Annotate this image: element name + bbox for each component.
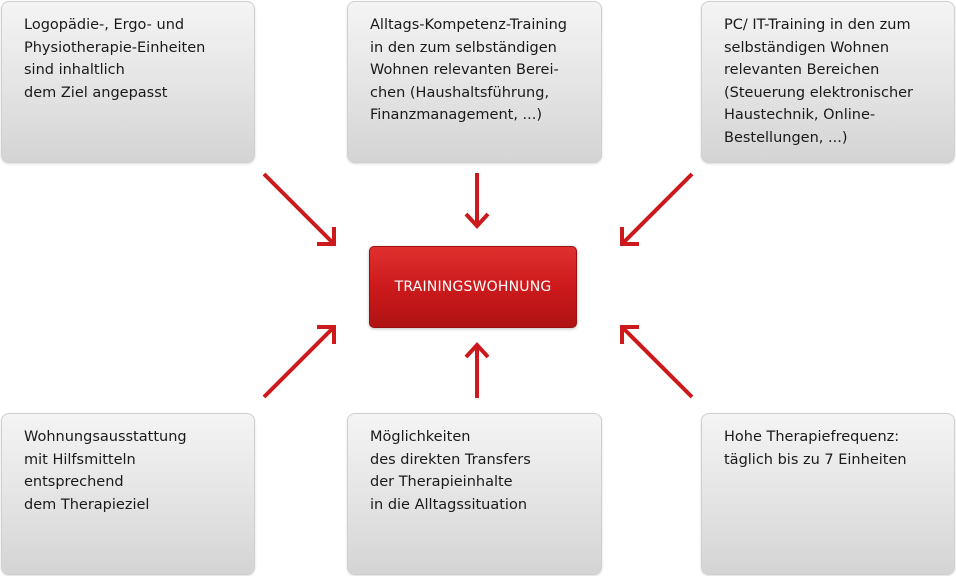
arrow-bottom-left [262,325,336,399]
box-line: mit Hilfsmitteln [24,451,136,468]
box-line: in den zum selbständigen [370,39,557,56]
box-bottom-right: Hohe Therapiefrequenz: täglich bis zu 7 … [701,413,955,575]
box-line: sind inhaltlich [24,62,125,78]
box-line: in die Alltagssituation [370,496,528,513]
arrow-top-left [262,172,336,246]
box-line: Haustechnik, Online- [724,107,876,123]
box-line: täglich bis zu 7 Einheiten [724,451,907,468]
box-bottom-left: Wohnungsausstattung mit Hilfsmitteln ent… [1,413,255,575]
box-line: relevanten Bereichen [724,62,880,78]
arrow-bottom-center [464,342,490,398]
box-line: PC/ IT-Training in den zum [724,17,911,33]
arrow-top-right [620,172,694,246]
box-line: entsprechend [24,474,124,490]
box-top-center: Alltags-Kompetenz-Training in den zum se… [347,1,602,163]
box-line: des direkten Transfers [370,451,531,468]
box-line: Bestellungen, ...) [724,129,848,146]
box-line: Physiotherapie-Einheiten [24,39,206,56]
box-line: Logopädie-, Ergo- und [24,17,185,33]
box-line: Hohe Therapiefrequenz: [724,429,900,445]
box-line: selbständigen Wohnen [724,39,890,56]
box-line: Wohnen relevanten Berei- [370,62,559,78]
center-label: TRAININGSWOHNUNG [394,279,552,295]
box-line: (Steuerung elektronischer [724,84,914,101]
box-top-left: Logopädie-, Ergo- und Physiotherapie-Ein… [1,1,255,163]
box-line: der Therapieinhalte [370,474,513,490]
box-line: Möglichkeiten [370,429,471,445]
box-line: Wohnungsausstattung [24,429,187,445]
arrow-bottom-right [620,325,694,399]
box-top-right: PC/ IT-Training in den zum selbständigen… [701,1,955,163]
center-box-trainingswohnung: TRAININGSWOHNUNG [369,246,577,328]
box-line: dem Ziel angepasst [24,84,168,101]
box-line: Finanzmanagement, ...) [370,107,543,123]
box-line: dem Therapieziel [24,496,150,513]
box-line: chen (Haushaltsführung, [370,84,550,101]
box-bottom-center: Möglichkeiten des direkten Transfers der… [347,413,602,575]
arrow-top-center [464,173,490,229]
box-line: Alltags-Kompetenz-Training [370,17,567,33]
